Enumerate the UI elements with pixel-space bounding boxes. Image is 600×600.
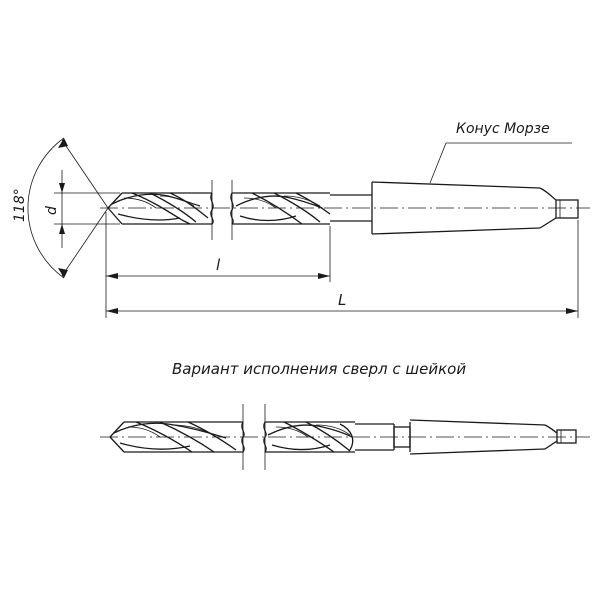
total-length-label: L <box>338 291 346 309</box>
variant-shank-neck <box>355 422 411 452</box>
drill-shank <box>330 194 372 222</box>
variant-morse-taper <box>409 419 577 455</box>
break-marks-bottom <box>241 404 267 470</box>
flute-length-label: l <box>216 256 221 274</box>
morse-taper <box>371 181 579 235</box>
dimensions <box>27 137 579 318</box>
morse-taper-label: Конус Морзе <box>456 121 550 137</box>
point-angle-arc <box>27 137 65 279</box>
drill-body-segment-right <box>232 192 331 225</box>
variant-body-segment-right <box>265 421 355 453</box>
drill-body-segment-left <box>111 192 212 225</box>
drill-main-view: Конус Морзе <box>100 121 590 240</box>
variant-body-segment-left <box>113 421 243 453</box>
variant-caption: Вариант исполнения сверл с шейкой <box>172 360 466 378</box>
break-marks-top <box>210 180 234 240</box>
point-angle-label: 118° <box>12 188 28 222</box>
drill-tip <box>107 192 123 225</box>
drill-variant-view <box>100 404 590 470</box>
morse-taper-leader <box>429 142 572 184</box>
diameter-label: d <box>44 206 60 215</box>
